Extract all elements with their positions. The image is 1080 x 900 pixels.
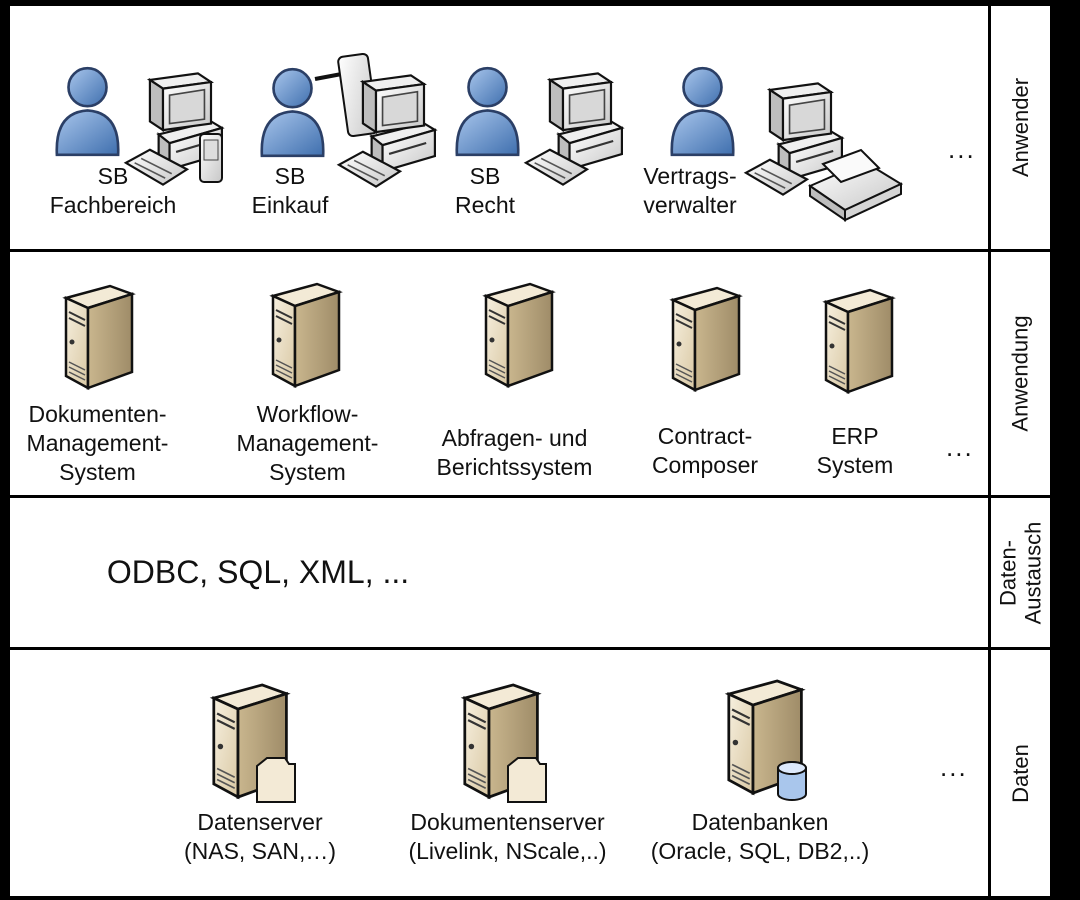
document-server-icon	[456, 680, 566, 815]
layer-users: SB Fachbereich SB Einkauf SB Recht	[10, 6, 988, 252]
side-label-applications: Anwendung	[988, 252, 1050, 498]
user-workstation-pda-icon	[50, 64, 240, 199]
user-label-fachbereich: SB Fachbereich	[49, 163, 177, 218]
file-server-icon	[205, 680, 315, 815]
user-label-einkauf: SB Einkauf	[251, 163, 329, 218]
app-label-wms: Workflow- Management- System	[236, 401, 379, 485]
server-icon	[665, 284, 745, 399]
layer-data: Datenserver (NAS, SAN,…) Dokumentenserve…	[10, 650, 988, 896]
side-label-data: Daten	[988, 650, 1050, 896]
side-label-exchange: Daten- Austausch	[988, 498, 1050, 650]
app-label-erp: ERP System	[816, 423, 894, 478]
user-workstation-scanner-icon	[665, 64, 915, 239]
user-label-vertragsverwalter: Vertrags- verwalter	[643, 163, 737, 218]
applications-more-ellipsis: ...	[946, 432, 974, 462]
app-label-dms: Dokumenten- Management- System	[26, 401, 169, 485]
server-icon	[818, 286, 898, 401]
data-label-datenbanken: Datenbanken (Oracle, SQL, DB2,..)	[650, 809, 870, 864]
data-more-ellipsis: ...	[940, 752, 968, 782]
users-more-ellipsis: ...	[948, 134, 976, 164]
side-label-users: Anwender	[988, 6, 1050, 252]
server-icon	[58, 282, 138, 397]
architecture-diagram: SB Fachbereich SB Einkauf SB Recht	[10, 6, 1050, 896]
app-label-contract-composer: Contract- Composer	[651, 423, 759, 478]
exchange-protocols: ODBC, SQL, XML, ...	[106, 554, 410, 590]
user-workstation-tablet-icon	[255, 51, 455, 196]
server-icon	[265, 280, 345, 395]
server-icon	[478, 280, 558, 395]
data-label-datenserver: Datenserver (NAS, SAN,…)	[183, 809, 337, 864]
app-label-reporting: Abfragen- und Berichtssystem	[436, 425, 593, 480]
layer-applications: Dokumenten- Management- System Workflow-…	[10, 252, 988, 498]
user-label-recht: SB Recht	[454, 163, 516, 218]
data-label-dokumentenserver: Dokumentenserver (Livelink, NScale,..)	[408, 809, 607, 864]
database-server-icon	[720, 676, 830, 811]
layer-exchange: ODBC, SQL, XML, ...	[10, 498, 988, 650]
